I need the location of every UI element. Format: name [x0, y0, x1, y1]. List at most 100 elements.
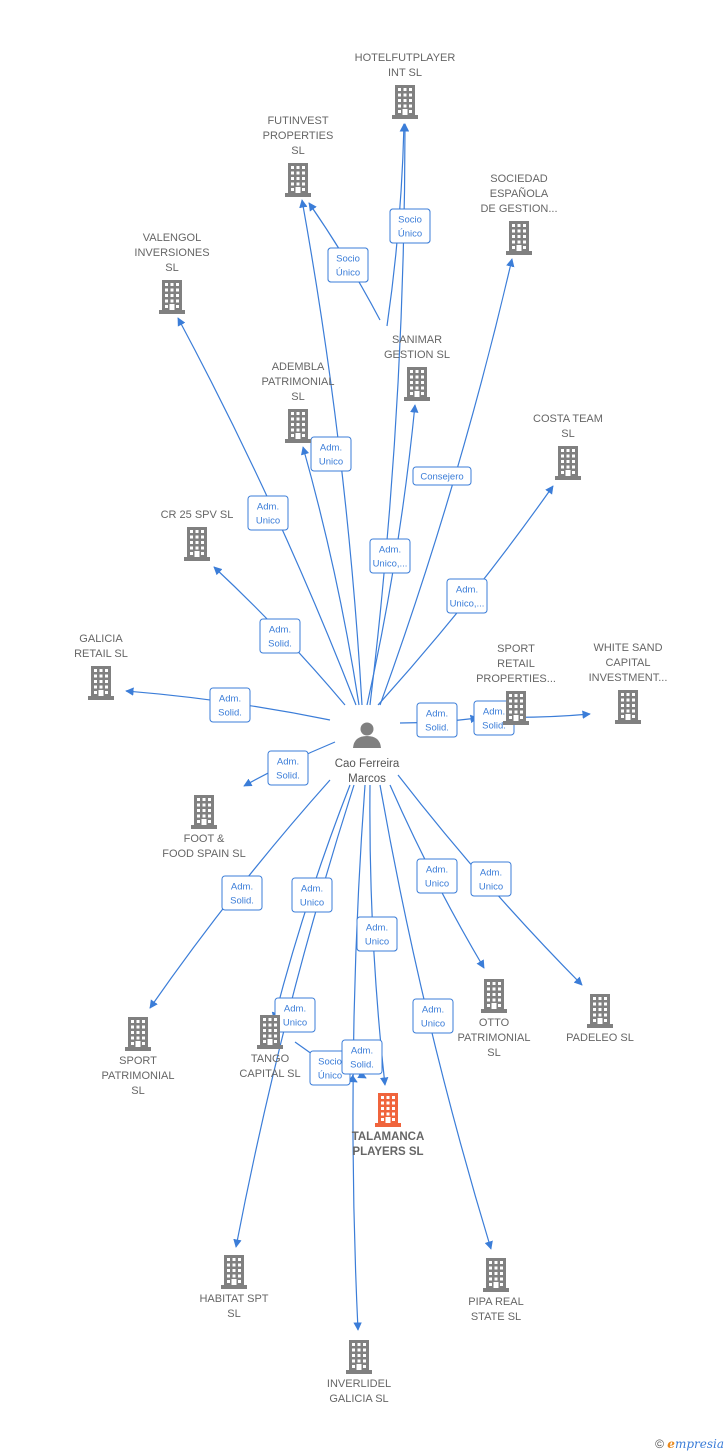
edge-person-to-adembla — [300, 446, 360, 706]
edge-label-text: Adm. — [257, 502, 279, 513]
company-node-sanimar[interactable]: SANIMAR GESTION SL — [384, 334, 450, 401]
company-name-text: SANIMAR — [392, 334, 442, 346]
edge-label-box — [247, 495, 289, 531]
edge-label-text: Adm. — [219, 694, 241, 705]
edge-label-person-to-cr25[interactable]: Adm.Solid. — [259, 618, 301, 654]
edge-label-text: Solid. — [218, 708, 242, 719]
edge-label-box — [412, 466, 472, 486]
edge-label-person-to-pipa[interactable]: Adm.Unico — [412, 998, 454, 1034]
edge-label-person-to-inverlidel[interactable]: Adm. Unico — [356, 916, 398, 952]
edge-label-text: Unico — [421, 1019, 445, 1030]
building-icon — [257, 1015, 283, 1049]
edge-label-person-to-sociedad[interactable]: Consejero — [412, 466, 472, 486]
edge-label-box — [259, 618, 301, 654]
building-icon — [184, 527, 210, 561]
company-name-text: PATRIMONIAL — [262, 376, 335, 388]
edge-label-box — [412, 998, 454, 1034]
company-name-text: FUTINVEST — [267, 115, 328, 127]
company-name-text: INVERSIONES — [134, 247, 209, 259]
company-node-foodfood[interactable]: FOOT &FOOD SPAIN SL — [162, 795, 246, 860]
edge-label-text: Adm. — [379, 545, 401, 556]
edge-labels-layer: Adm.UnicoSocioÚnicoAdm.UnicoSocioÚnicoCo… — [209, 208, 515, 1086]
company-name-text: ESPAÑOLA — [490, 187, 549, 200]
edge-label-text: Consejero — [420, 472, 463, 483]
company-node-padeleo[interactable]: PADELEO SL — [566, 994, 634, 1044]
edge-label-text: Unico — [283, 1018, 307, 1029]
edge-label-text: Adm. — [366, 923, 388, 934]
edge-person-to-hotelfutplayer — [369, 123, 410, 706]
edge-label-text: Socio — [398, 215, 422, 226]
building-icon — [481, 979, 507, 1013]
building-icon — [88, 666, 114, 700]
building-icon — [375, 1093, 401, 1127]
edge-label-person-to-adembla[interactable]: Adm.Unico — [310, 436, 352, 472]
edge-label-text: Solid. — [350, 1060, 374, 1071]
copyright-symbol: © — [655, 1437, 664, 1451]
edge-label-person-to-whitesand[interactable]: Adm.Solid. — [473, 700, 515, 736]
edge-label-person-to-valengol[interactable]: Adm. Unico — [247, 495, 289, 531]
company-name-text: SL — [291, 391, 304, 403]
footer-brand[interactable]: © empresia — [655, 1437, 724, 1451]
edge-label-person-to-sanimar[interactable]: Adm.Unico,... — [369, 538, 411, 574]
company-node-whitesand[interactable]: WHITE SANDCAPITALINVESTMENT... — [589, 642, 668, 724]
edge-label-person-to-habitat[interactable]: Adm.Unico — [274, 997, 316, 1033]
edge-label-text: Adm. — [480, 868, 502, 879]
company-name-text: SL — [291, 145, 304, 157]
building-icon — [285, 163, 311, 197]
edge-label-person-to-sportretail[interactable]: Adm.Solid. — [416, 702, 458, 738]
company-name-text: PATRIMONIAL — [102, 1070, 175, 1082]
edge-label-person-to-foodfood[interactable]: Adm.Solid. — [267, 750, 309, 786]
edge-label-text: Unico — [425, 879, 449, 890]
edge-label-box — [446, 578, 488, 614]
edge-label-tango-to-talamanca[interactable]: Adm.Solid. — [341, 1039, 383, 1075]
edge-label-person-to-padeleo[interactable]: Adm.Unico — [470, 861, 512, 897]
company-name-text: SOCIEDAD — [490, 173, 548, 185]
company-node-cr25[interactable]: CR 25 SPV SL — [161, 509, 234, 561]
company-name-text: TANGO — [251, 1053, 290, 1065]
company-node-sportretail[interactable]: SPORTRETAILPROPERTIES... — [476, 643, 556, 725]
edge-label-box — [291, 877, 333, 913]
edge-label-text: Socio — [336, 254, 360, 265]
building-icon — [483, 1258, 509, 1292]
edge-label-text: Adm. — [426, 709, 448, 720]
person-name-text: Marcos — [348, 773, 386, 785]
edge-label-person-to-galicia[interactable]: Adm. Solid. — [209, 687, 251, 723]
company-name-text: SL — [227, 1308, 240, 1320]
edge-label-person-to-costateam[interactable]: Adm.Unico,... — [446, 578, 488, 614]
edge-label-text: Unico — [365, 937, 389, 948]
building-icon — [346, 1340, 372, 1374]
company-name-text: PIPA REAL — [468, 1296, 523, 1308]
edge-label-person-to-otto[interactable]: Adm.Unico — [416, 858, 458, 894]
company-name-text: VALENGOL — [143, 232, 202, 244]
company-name-text: INVESTMENT... — [589, 672, 668, 684]
company-name-text: RETAIL SL — [74, 648, 128, 660]
edge-label-text: Solid. — [230, 896, 254, 907]
company-name-text: SL — [131, 1085, 144, 1097]
edge-label-text: Unico — [256, 516, 280, 527]
edge-label-person-to-sportpat[interactable]: Adm.Solid. — [221, 875, 263, 911]
edge-label-text: Único — [398, 229, 422, 240]
company-name-text: FOOT & — [184, 833, 225, 845]
company-name-text: GALICIA SL — [329, 1393, 388, 1405]
edge-label-box — [341, 1039, 383, 1075]
company-name-text: GESTION SL — [384, 349, 450, 361]
edge-label-person-to-tango[interactable]: Adm.Unico — [291, 877, 333, 913]
